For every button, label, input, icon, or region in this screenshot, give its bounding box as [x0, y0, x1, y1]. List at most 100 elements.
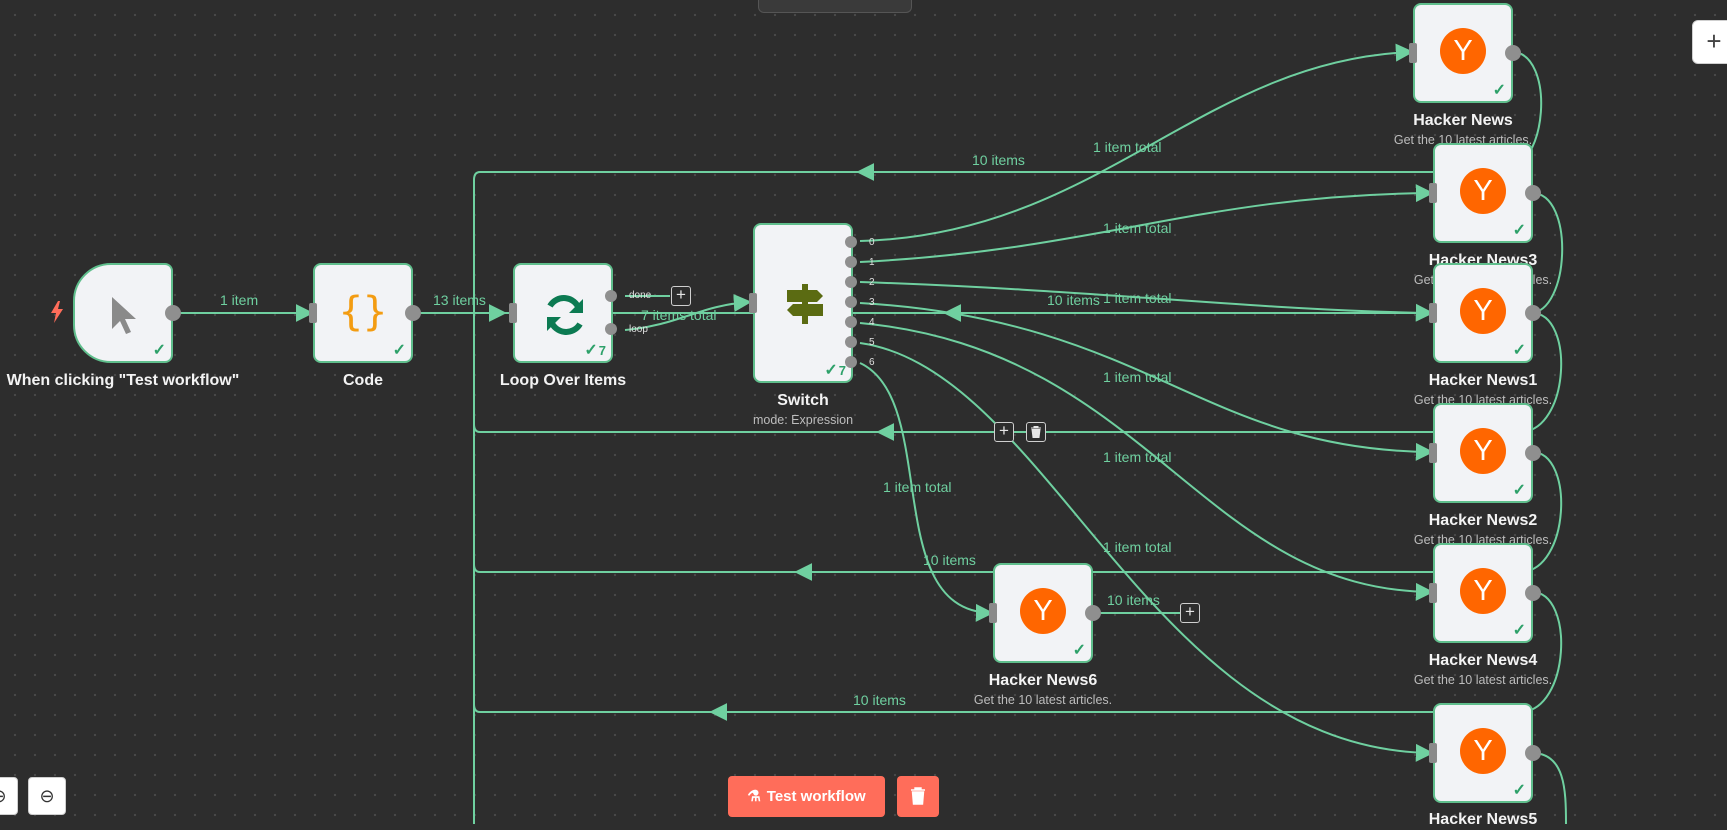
switch-output-2[interactable]	[845, 276, 857, 288]
input-port[interactable]	[1429, 583, 1437, 603]
input-port[interactable]	[1429, 183, 1437, 203]
input-port[interactable]	[749, 293, 757, 313]
test-workflow-button[interactable]: ⚗Test workflow	[728, 776, 885, 817]
input-port[interactable]	[1409, 43, 1417, 63]
switch-output-4[interactable]	[845, 316, 857, 328]
success-check-icon: ✓	[1512, 482, 1526, 499]
edge-label: 10 items	[853, 692, 906, 708]
edge-loop-switch	[624, 293, 752, 331]
clear-execution-button[interactable]	[897, 776, 939, 817]
add-node-button[interactable]: +	[994, 422, 1014, 442]
output-port[interactable]	[1525, 305, 1541, 321]
hacker-news3-node[interactable]: Y ✓	[1429, 143, 1541, 243]
hacker-news-logo-icon: Y	[1460, 168, 1506, 214]
switch-output-label-4: 4	[869, 317, 875, 328]
hacker-news2-node[interactable]: Y ✓	[1429, 403, 1541, 503]
success-check-icon: ✓	[1512, 782, 1526, 799]
done-output-port[interactable]	[605, 290, 617, 302]
edge-label: 1 item total	[1103, 220, 1172, 236]
switch-output-label-5: 5	[869, 337, 875, 348]
edge-back-hn5	[1531, 752, 1567, 824]
success-check-icon: ✓	[1512, 222, 1526, 239]
code-title: Code	[343, 372, 383, 389]
hacker-news6-node[interactable]: Y ✓	[989, 563, 1101, 663]
test-workflow-label: Test workflow	[766, 788, 866, 805]
input-port[interactable]	[989, 603, 997, 623]
input-port[interactable]	[509, 303, 517, 323]
output-port[interactable]	[165, 305, 181, 321]
switch-node[interactable]: ✓7	[749, 223, 853, 383]
success-check-icon: ✓7	[584, 342, 606, 359]
edge-label: 10 items	[1047, 292, 1100, 308]
hacker-news-node[interactable]: Y ✓	[1409, 3, 1521, 103]
hacker-news-logo-icon: Y	[1460, 428, 1506, 474]
loop-port-label: loop	[629, 324, 648, 335]
edge-label: 7 items total	[641, 307, 717, 323]
input-port[interactable]	[1429, 303, 1437, 323]
hacker-news1-title: Hacker News1	[1428, 372, 1538, 389]
switch-output-3[interactable]	[845, 296, 857, 308]
add-node-button[interactable]: +	[1180, 603, 1200, 623]
trash-icon	[911, 787, 925, 805]
loop-title: Loop Over Items	[499, 372, 627, 389]
code-node[interactable]: {} ✓	[309, 263, 421, 363]
switch-output-label-3: 3	[869, 297, 875, 308]
delete-connection-button[interactable]	[1026, 422, 1046, 442]
edge-switch-1-hn3	[859, 184, 1434, 263]
trigger-node[interactable]: ✓	[73, 263, 181, 363]
done-port-label: done	[629, 290, 652, 301]
refresh-icon	[547, 295, 583, 335]
switch-output-5[interactable]	[845, 336, 857, 348]
zoom-out-button[interactable]: ⊖	[28, 777, 66, 815]
trash-icon	[1031, 426, 1041, 438]
input-port[interactable]	[309, 303, 317, 323]
loop-over-items-node[interactable]: ✓7	[509, 263, 613, 363]
edge-label: 1 item total	[1103, 290, 1172, 306]
edge-switch-3-hn2	[859, 302, 1434, 461]
hacker-news1-node[interactable]: Y ✓	[1429, 263, 1541, 363]
trigger-title: When clicking "Test workflow"	[6, 372, 240, 389]
input-port[interactable]	[1429, 443, 1437, 463]
switch-output-0[interactable]	[845, 236, 857, 248]
switch-output-label-0: 0	[869, 237, 875, 248]
edge-label: 10 items	[972, 152, 1025, 168]
output-port[interactable]	[1525, 185, 1541, 201]
input-port[interactable]	[1429, 743, 1437, 763]
edge-label: 1 item total	[883, 479, 952, 495]
edge-back-hn2	[473, 451, 1563, 573]
hacker-news-logo-icon: Y	[1440, 28, 1486, 74]
zoom-in-button[interactable]: ⊕	[0, 777, 18, 815]
signpost-icon	[787, 284, 823, 324]
hacker-news5-title: Hacker News5	[1428, 811, 1538, 828]
add-node-panel-button[interactable]: +	[1692, 20, 1727, 64]
edge-label: 1 item total	[1103, 369, 1172, 385]
edge-switch-2-hn1	[859, 281, 1434, 322]
switch-output-label-1: 1	[869, 257, 875, 268]
hacker-news5-node[interactable]: Y ✓	[1429, 703, 1541, 803]
success-check-icon: ✓	[1512, 622, 1526, 639]
hacker-news-logo-icon: Y	[1460, 288, 1506, 334]
loop-output-port[interactable]	[605, 323, 617, 335]
success-check-icon: ✓	[1072, 642, 1086, 659]
hacker-news6-title: Hacker News6	[988, 672, 1098, 689]
output-port[interactable]	[1525, 745, 1541, 761]
output-port[interactable]	[1085, 605, 1101, 621]
add-node-button[interactable]: +	[671, 286, 691, 306]
output-port[interactable]	[405, 305, 421, 321]
output-port[interactable]	[1505, 45, 1521, 61]
edge-label: 13 items	[433, 292, 486, 308]
switch-output-label-2: 2	[869, 277, 875, 288]
hacker-news4-node[interactable]: Y ✓	[1429, 543, 1541, 643]
success-check-icon: ✓	[392, 342, 406, 359]
switch-output-1[interactable]	[845, 256, 857, 268]
hacker-news-logo-icon: Y	[1020, 588, 1066, 634]
edge-back-hn4	[473, 591, 1563, 713]
top-toolbar-fragment	[758, 0, 912, 13]
output-port[interactable]	[1525, 585, 1541, 601]
hacker-news4-title: Hacker News4	[1428, 652, 1538, 669]
edge-label: 1 item	[220, 292, 259, 308]
switch-output-6[interactable]	[845, 356, 857, 368]
code-braces-icon: {}	[338, 289, 388, 335]
output-port[interactable]	[1525, 445, 1541, 461]
edge-label: 10 items	[923, 552, 976, 568]
